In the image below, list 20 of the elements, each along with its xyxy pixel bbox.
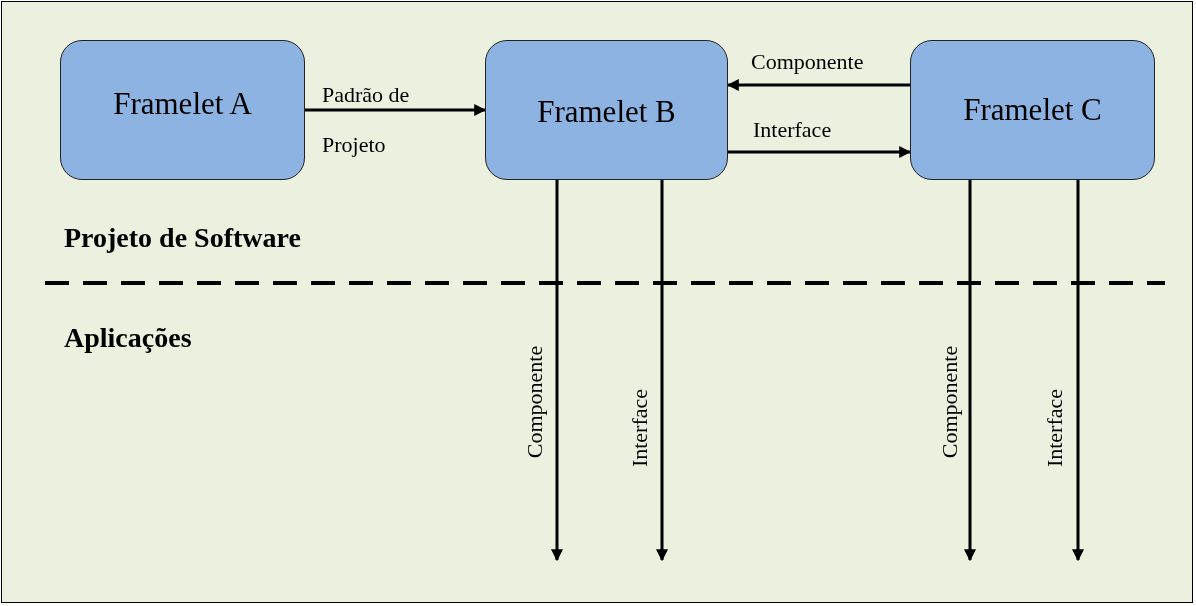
node-label: Framelet B bbox=[537, 94, 676, 130]
arrow bbox=[728, 146, 912, 158]
arrow bbox=[305, 104, 487, 116]
rounded-box bbox=[60, 40, 305, 180]
arrow bbox=[726, 79, 910, 91]
edge-label: Componente bbox=[937, 345, 963, 459]
arrow bbox=[964, 180, 976, 562]
node-label: Framelet C bbox=[963, 92, 1102, 128]
arrow bbox=[551, 180, 563, 562]
arrow bbox=[656, 180, 668, 562]
section-label: Projeto de Software bbox=[64, 222, 301, 254]
edge-label: Interface bbox=[1042, 388, 1068, 468]
node-label: Framelet A bbox=[113, 86, 252, 122]
edge-label: Componente bbox=[522, 345, 548, 459]
rounded-box bbox=[485, 40, 728, 180]
section-label: Aplicações bbox=[64, 322, 192, 354]
edge-label: Interface bbox=[627, 388, 653, 468]
arrow bbox=[1072, 180, 1084, 562]
edge-label: Padrão de Projeto bbox=[322, 81, 411, 159]
rounded-box bbox=[910, 40, 1155, 180]
